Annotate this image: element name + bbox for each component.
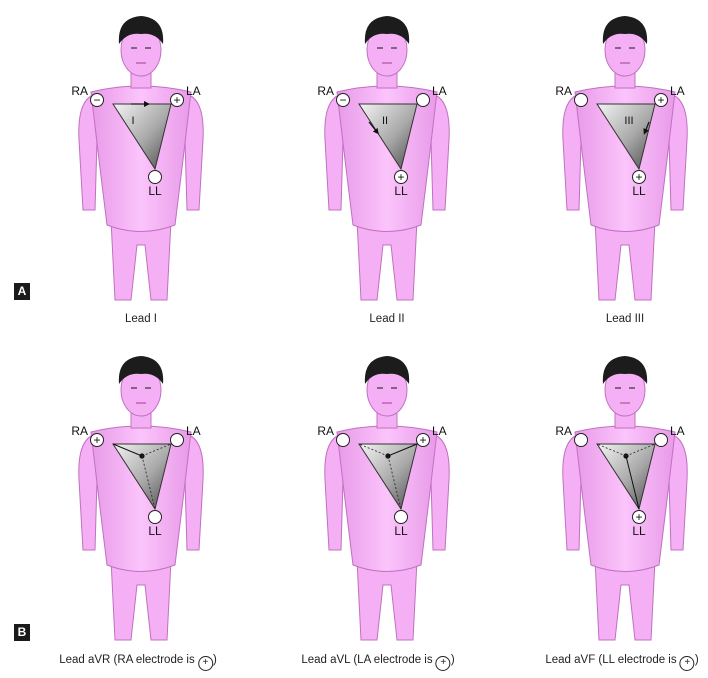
ra-electrode-sign: − xyxy=(339,93,346,107)
caption-suffix: ) xyxy=(451,654,455,666)
caption-lead-i: Lead I xyxy=(125,313,157,325)
la-label: LA xyxy=(432,424,447,438)
ll-electrode xyxy=(149,171,162,184)
la-label: LA xyxy=(432,84,447,98)
caption-lead-avr: Lead aVR (RA electrode is +) xyxy=(59,654,217,671)
la-label: LA xyxy=(186,84,201,98)
ll-label: LL xyxy=(394,184,408,198)
la-electrode xyxy=(417,94,430,107)
lead-roman-label: III xyxy=(624,115,633,127)
ra-electrode-sign: + xyxy=(93,433,100,447)
caption-lead-ii: Lead II xyxy=(369,313,404,325)
ll-electrode xyxy=(395,511,408,524)
ll-label: LL xyxy=(632,524,646,538)
ll-label: LL xyxy=(394,524,408,538)
caption-text: Lead I xyxy=(125,313,157,325)
ll-electrode-sign: + xyxy=(397,170,404,184)
caption-suffix: ) xyxy=(213,654,217,666)
plus-circle-icon: + xyxy=(680,656,695,671)
plus-circle-icon: + xyxy=(198,656,213,671)
lead-roman-label: II xyxy=(382,115,388,127)
panel-lead-iii: III + + RA LA LL xyxy=(555,16,687,300)
caption-lead-avl: Lead aVL (LA electrode is +) xyxy=(301,654,454,671)
ll-label: LL xyxy=(632,184,646,198)
ra-label: RA xyxy=(317,84,334,98)
panel-lead-i: I − + RA LA LL xyxy=(71,16,203,300)
la-label: LA xyxy=(670,424,685,438)
ra-label: RA xyxy=(555,424,572,438)
ra-electrode xyxy=(575,94,588,107)
ra-electrode-sign: − xyxy=(93,93,100,107)
section-b-badge: B xyxy=(14,624,30,641)
panel-lead-avr: + RA LA LL xyxy=(71,356,203,640)
caption-lead-avf: Lead aVF (LL electrode is +) xyxy=(545,654,698,671)
caption-text: Lead aVL (LA electrode is xyxy=(301,654,432,666)
caption-text: Lead III xyxy=(606,313,644,325)
ra-label: RA xyxy=(555,84,572,98)
la-electrode-sign: + xyxy=(657,93,664,107)
ra-label: RA xyxy=(317,424,334,438)
la-electrode-sign: + xyxy=(173,93,180,107)
ra-electrode xyxy=(337,434,350,447)
plus-circle-icon: + xyxy=(436,656,451,671)
caption-lead-iii: Lead III xyxy=(606,313,644,325)
section-a-badge: A xyxy=(14,283,30,300)
caption-text: Lead aVF (LL electrode is xyxy=(545,654,676,666)
caption-suffix: ) xyxy=(695,654,699,666)
la-electrode xyxy=(171,434,184,447)
ra-label: RA xyxy=(71,424,88,438)
ll-electrode xyxy=(149,511,162,524)
ll-electrode-sign: + xyxy=(635,170,642,184)
la-electrode xyxy=(655,434,668,447)
panel-lead-avf: + RA LA LL xyxy=(555,356,687,640)
ll-label: LL xyxy=(148,524,162,538)
panel-lead-ii: II − + RA LA LL xyxy=(317,16,449,300)
ra-electrode xyxy=(575,434,588,447)
la-label: LA xyxy=(670,84,685,98)
ll-label: LL xyxy=(148,184,162,198)
ll-electrode-sign: + xyxy=(635,510,642,524)
la-electrode-sign: + xyxy=(419,433,426,447)
la-label: LA xyxy=(186,424,201,438)
lead-roman-label: I xyxy=(131,115,134,127)
ra-label: RA xyxy=(71,84,88,98)
caption-text: Lead II xyxy=(369,313,404,325)
caption-text: Lead aVR (RA electrode is xyxy=(59,654,195,666)
panel-lead-avl: + RA LA LL xyxy=(317,356,449,640)
